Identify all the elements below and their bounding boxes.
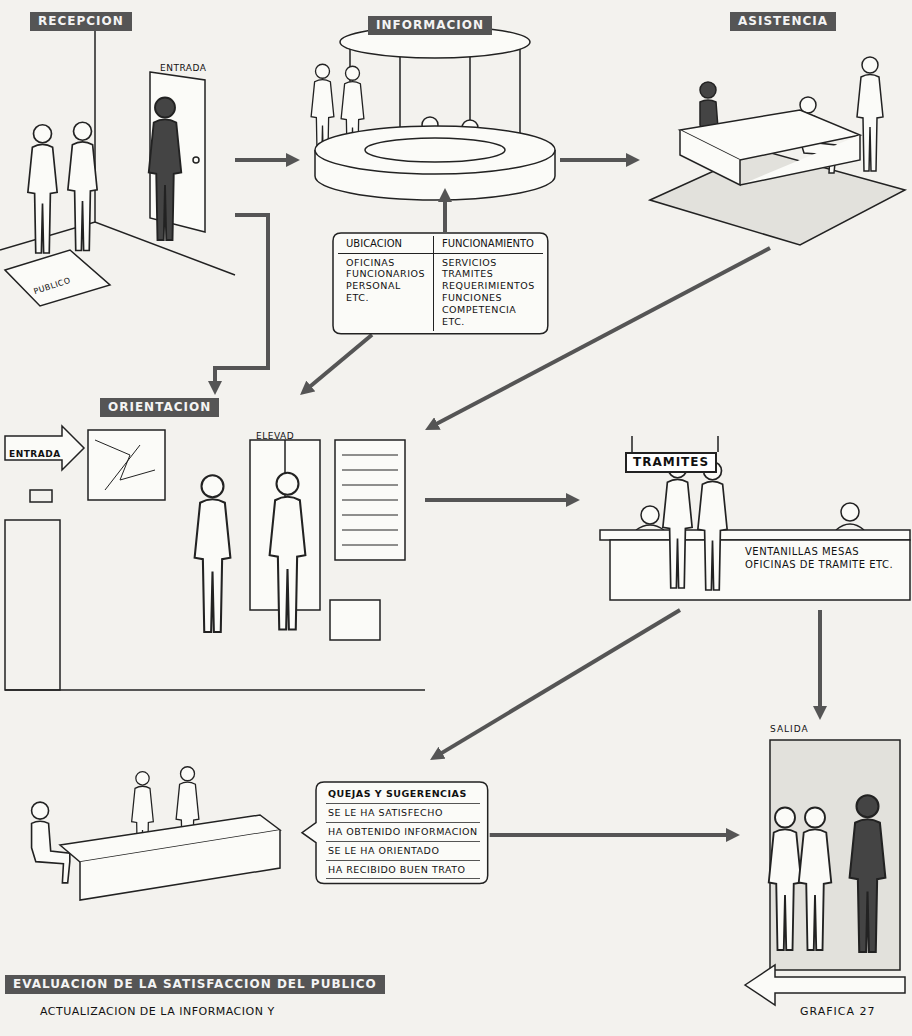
callout-question: HA OBTENIDO INFORMACION xyxy=(326,823,480,842)
information-desk xyxy=(365,138,505,162)
orientation-hall xyxy=(195,475,231,632)
information-desk xyxy=(311,26,555,200)
flow-arrow xyxy=(425,498,570,502)
reception-scene xyxy=(149,98,182,241)
flow-arrow xyxy=(560,158,630,162)
flow-arrow xyxy=(235,158,290,162)
service-counter xyxy=(632,436,718,452)
assistance-desk xyxy=(680,130,740,185)
scene-panel: SALIDA xyxy=(740,720,908,1000)
orientation-hall xyxy=(95,440,155,490)
arrow-sign-label: ENTRADA xyxy=(9,449,61,459)
exit-door xyxy=(745,965,905,1005)
orientation-hall xyxy=(342,455,398,545)
callout-heading: QUEJAS Y SUGERENCIAS xyxy=(326,786,480,804)
connector-group xyxy=(215,160,820,835)
flow-arrow xyxy=(434,248,770,425)
scene-panel: TRAMITES VENTANILLAS MESAS OFICINAS DE TR… xyxy=(580,440,910,610)
door-sign: SALIDA xyxy=(770,724,809,735)
exit-door xyxy=(799,808,832,951)
panel-heading: ORIENTACION xyxy=(100,398,219,417)
column-list: SERVICIOS TRAMITES REQUERIMIENTOS FUNCIO… xyxy=(433,254,543,331)
callout-question: SE LE HA SATISFECHO xyxy=(326,804,480,823)
exit-door xyxy=(850,795,886,952)
panel-heading: EVALUACION DE LA SATISFACCION DEL PUBLIC… xyxy=(5,975,385,994)
reception-scene xyxy=(193,157,199,163)
service-counter xyxy=(610,540,910,600)
panel-heading: ASISTENCIA xyxy=(730,12,836,31)
panel-heading: RECEPCION xyxy=(30,12,132,31)
callout-question: SE LE HA ORIENTADO xyxy=(326,842,480,861)
callout-box: QUEJAS Y SUGERENCIASSE LE HA SATISFECHOH… xyxy=(300,780,490,885)
assistance-desk xyxy=(857,57,883,171)
scene-panel: INFORMACION xyxy=(300,8,560,188)
flow-arrow xyxy=(443,198,447,232)
orientation-hall xyxy=(5,426,84,470)
reception-scene xyxy=(28,125,57,253)
elevator-label: ELEVAD xyxy=(256,424,294,443)
flow-arrow xyxy=(308,335,372,389)
reception-scene xyxy=(68,122,97,250)
orientation-hall xyxy=(270,473,306,630)
orientation-hall xyxy=(5,520,60,690)
assistance-desk xyxy=(650,57,905,245)
information-desk xyxy=(315,126,555,174)
info-table: UBICACIONOFICINAS FUNCIONARIOS PERSONAL … xyxy=(332,232,549,335)
scene-panel: EVALUACION DE LA SATISFACCION DEL PUBLIC… xyxy=(5,760,525,1005)
service-counter xyxy=(841,503,859,521)
reception-scene xyxy=(5,250,110,306)
assistance-desk xyxy=(740,135,860,185)
orientation-hall xyxy=(88,430,165,500)
orientation-hall xyxy=(330,600,380,640)
service-counter xyxy=(698,462,727,590)
scene-panel: RECEPCION xyxy=(5,8,235,308)
counter-text: VENTANILLAS MESAS OFICINAS DE TRAMITE ET… xyxy=(745,546,905,571)
service-counter xyxy=(600,436,910,600)
panel-heading: INFORMACION xyxy=(368,16,492,35)
flow-arrow xyxy=(215,215,268,385)
door-label: ENTRADA xyxy=(160,56,206,75)
arrow-sign-label: ENTRADA xyxy=(9,442,61,461)
reception-scene xyxy=(0,30,235,306)
scene-panel: ASISTENCIA xyxy=(640,8,905,248)
floor-mat-label: PUBLICO xyxy=(30,268,72,298)
orientation-hall xyxy=(335,440,405,560)
hanging-sign: TRAMITES xyxy=(625,452,717,473)
column-heading: UBICACION xyxy=(338,236,433,254)
reception-scene xyxy=(94,30,96,222)
flow-arrow xyxy=(439,610,680,755)
door-label: ENTRADA xyxy=(160,63,206,73)
exit-door xyxy=(769,808,802,951)
table-outline xyxy=(333,233,548,334)
note-line: ACTUALIZACION DE LA INFORMACION Y xyxy=(40,1000,275,1019)
service-counter xyxy=(600,530,910,540)
evaluation-desk xyxy=(80,830,280,900)
column-heading: FUNCIONAMIENTO xyxy=(433,236,543,254)
callout-outline xyxy=(302,782,488,883)
orientation-hall xyxy=(5,689,425,691)
floor-mat-label: PUBLICO xyxy=(32,276,71,296)
orientation-hall xyxy=(30,490,52,502)
figure-caption: GRAFICA 27 xyxy=(800,1005,876,1018)
flow-arrow xyxy=(490,833,730,837)
exit-door xyxy=(745,740,905,1005)
elevator-label: ELEVAD xyxy=(256,431,294,441)
flow-arrow xyxy=(818,610,822,710)
service-counter xyxy=(663,460,692,588)
scene-panel: ORIENTACION xyxy=(5,395,425,695)
figure-caption: GRAFICA 27 xyxy=(800,1000,876,1019)
callout-question: HA RECIBIDO BUEN TRATO xyxy=(326,861,480,880)
note-line: ACTUALIZACION DE LA INFORMACION Y xyxy=(40,1005,275,1018)
orientation-hall xyxy=(5,426,425,690)
service-counter xyxy=(641,506,659,524)
evaluation-desk xyxy=(32,767,280,900)
evaluation-desk xyxy=(32,802,70,883)
column-list: OFICINAS FUNCIONARIOS PERSONAL ETC. xyxy=(338,254,433,331)
